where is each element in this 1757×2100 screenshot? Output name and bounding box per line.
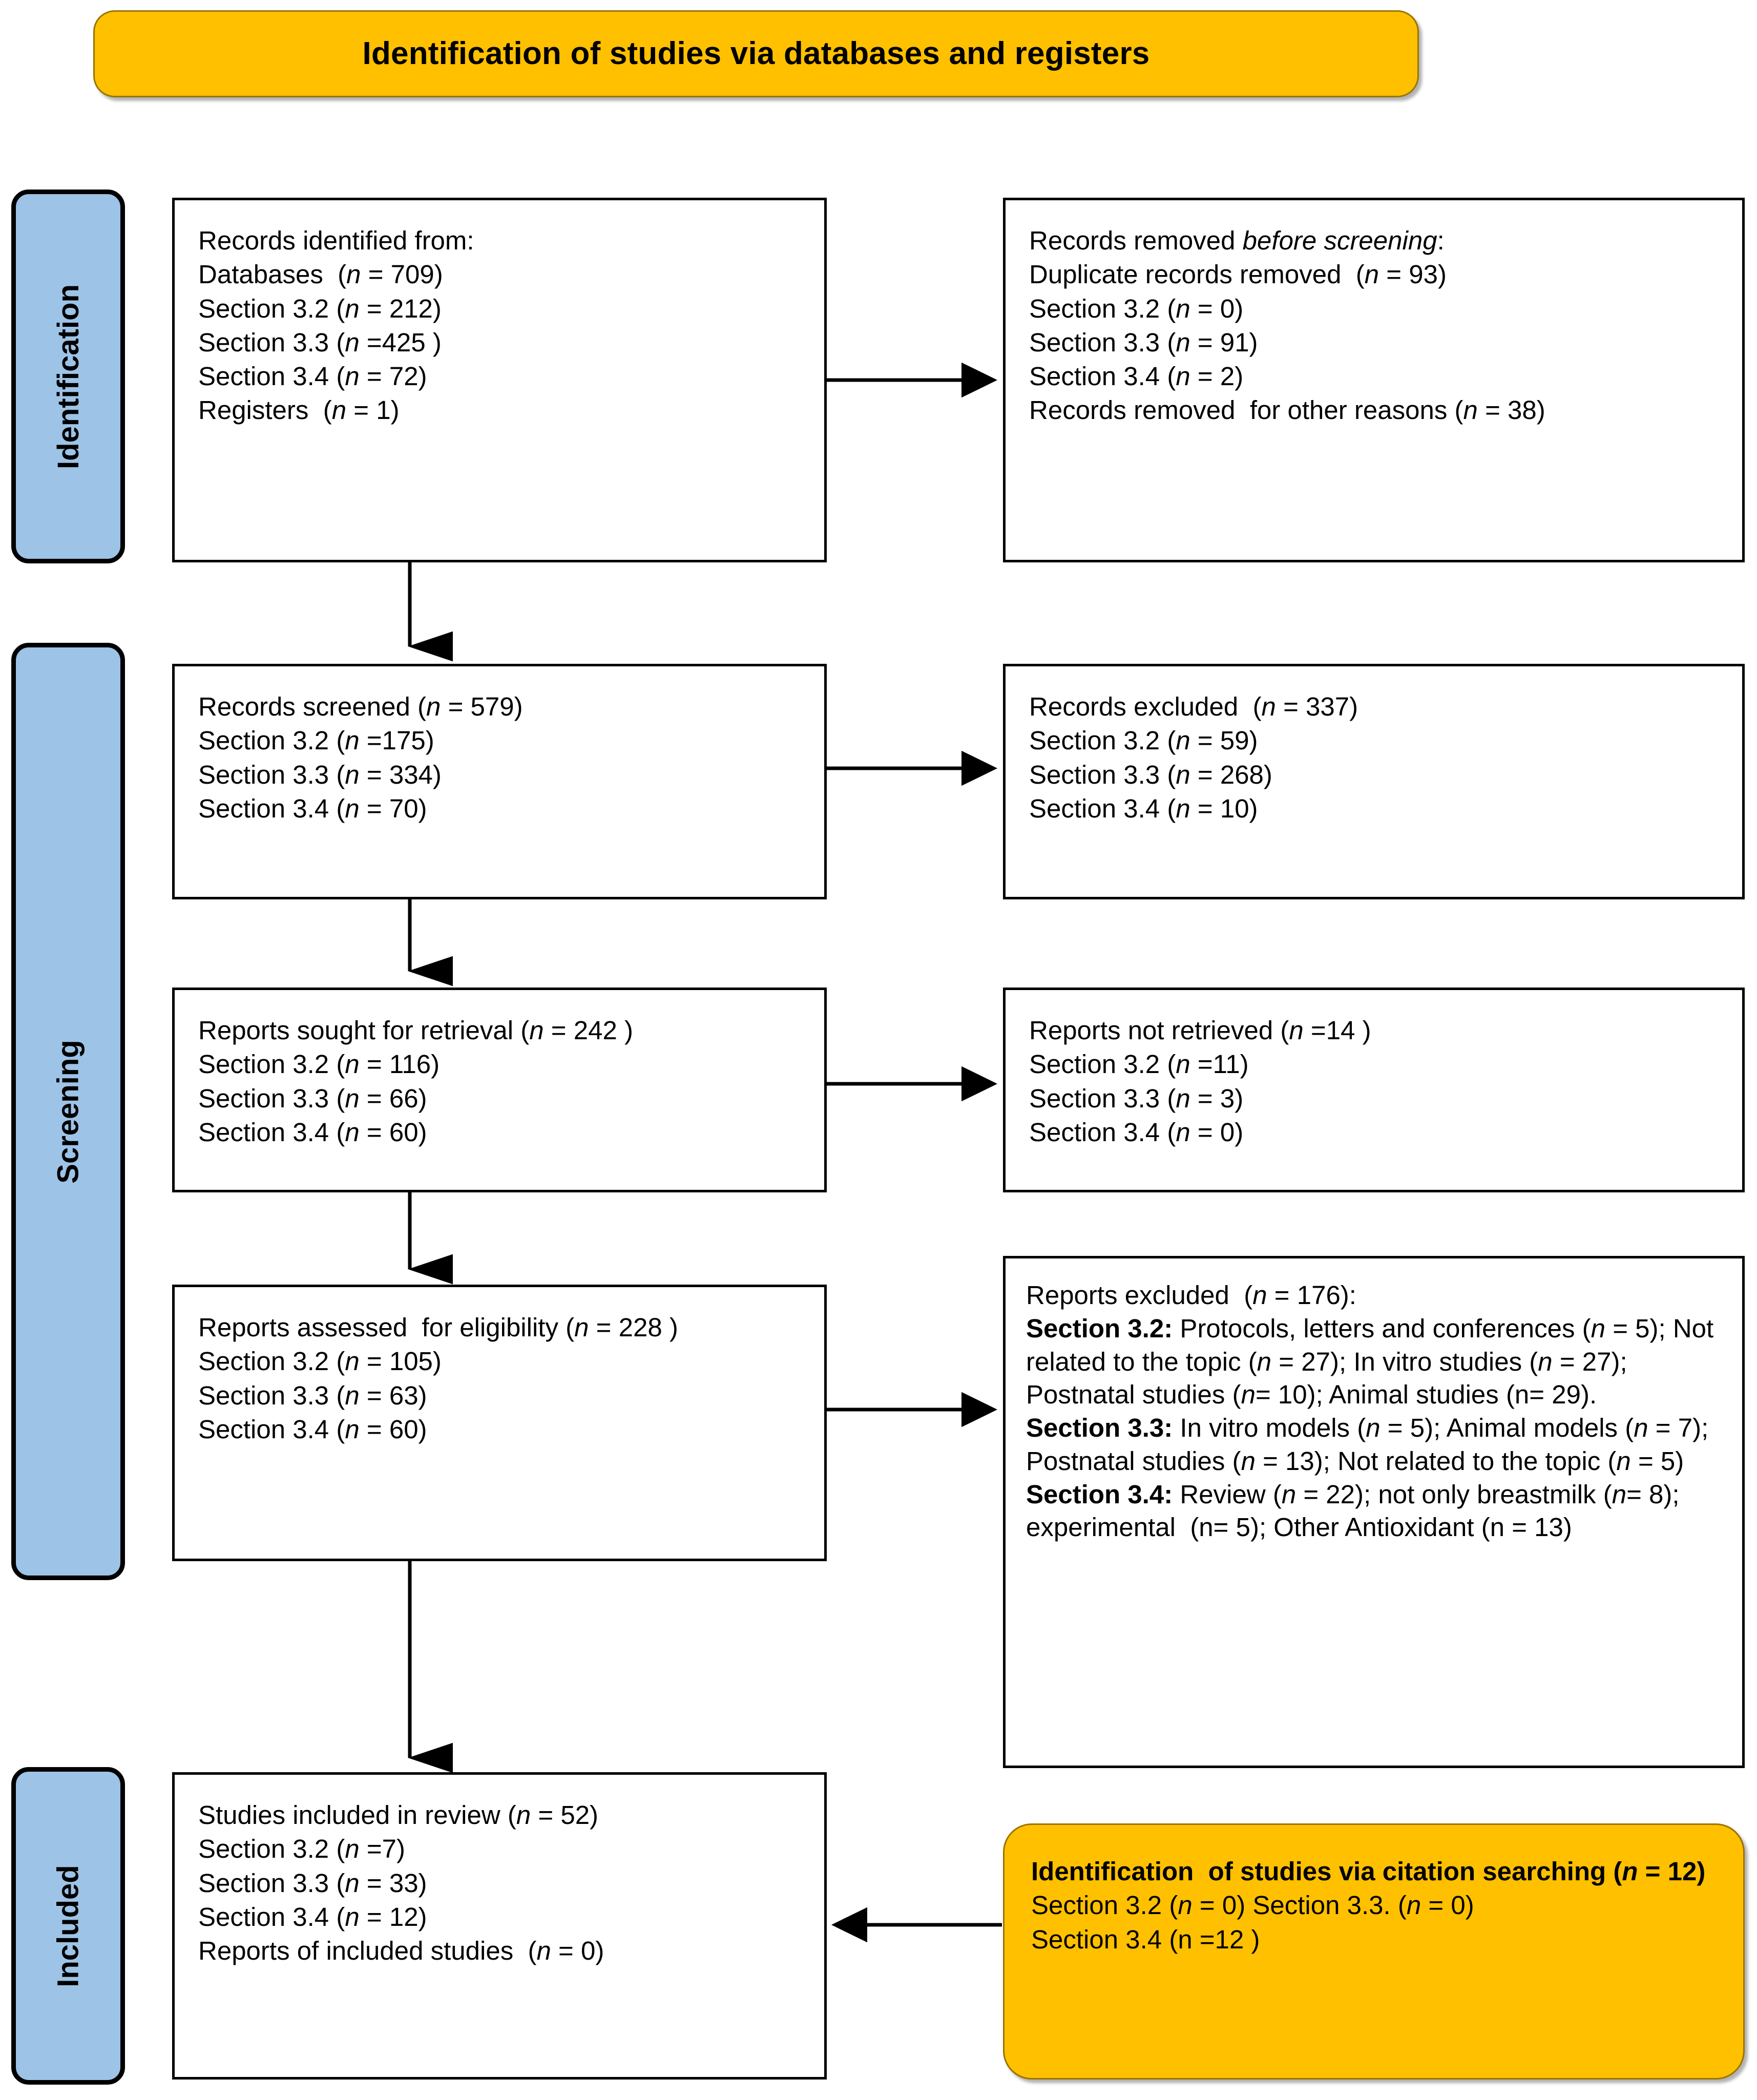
line-1: Section 3.2 (n = 116) [198,1049,440,1079]
line-0: Studies included in review (n = 52) [198,1800,599,1830]
line-3: Section 3.4 (n = 12) [198,1902,427,1931]
line-2: Section 3.2 (n = 212) [198,293,442,323]
line-0: Records screened (n = 579) [198,692,523,721]
stage-tab-identification: Identification [11,190,125,563]
node-reports-not-retrieved-text: Reports not retrieved (n =14 ) Section 3… [1029,1014,1722,1149]
line-5: Registers (n = 1) [198,395,400,425]
line-0: Records excluded (n = 337) [1029,692,1358,721]
line-1: Section 3.2 (n = 105) [198,1347,442,1376]
line-2: Section 3.3 (n = 33) [198,1868,427,1898]
node-records-identified: Records identified from: Databases (n = … [172,198,827,562]
line-0: Reports not retrieved (n =14 ) [1029,1016,1371,1045]
line-2: Section 3.3 (n = 66) [198,1083,427,1113]
line-3: Section 3.4 (n = 10) [1029,793,1258,823]
line-3: Section 3.4 (n = 60) [198,1414,427,1444]
line-2: Section 3.3 (n = 63) [198,1380,427,1410]
node-studies-included: Studies included in review (n = 52) Sect… [172,1772,827,2080]
node-reports-excluded-detail: Reports excluded (n = 176): Section 3.2:… [1003,1256,1745,1768]
line-2: Section 3.2 (n = 0) [1029,293,1244,323]
line-3: Section 3.4 (n = 60) [198,1117,427,1147]
stage-tab-included: Included [11,1767,125,2085]
node-reports-assessed-text: Reports assessed for eligibility (n = 22… [198,1311,804,1446]
line-0: Section 3.2 (n = 0) Section 3.3. (n = 0) [1031,1891,1474,1920]
line-4: Section 3.4 (n = 2) [1029,362,1244,391]
line-3: Section 3.4 (n = 0) [1029,1117,1244,1147]
stage-tab-included-label: Included [51,1864,85,1987]
line-3: Section 3.3 (n = 91) [1029,327,1258,357]
line-2: Section 3.3 (n = 268) [1029,760,1272,789]
page-title: Identification of studies via databases … [362,36,1150,72]
line-3: Section 3.4 (n = 70) [198,793,427,823]
node-reports-sought-text: Reports sought for retrieval (n = 242 ) … [198,1014,804,1149]
node-reports-sought: Reports sought for retrieval (n = 242 ) … [172,988,827,1192]
node-records-screened: Records screened (n = 579) Section 3.2 (… [172,664,827,899]
node-records-screened-text: Records screened (n = 579) Section 3.2 (… [198,690,804,826]
node-studies-included-text: Studies included in review (n = 52) Sect… [198,1798,804,1968]
node-records-removed-before-screening: Records removed before screening: Duplic… [1003,198,1745,562]
line-1: Section 3.2 (n =175) [198,726,434,755]
stage-tab-screening: Screening [11,643,125,1580]
line-header: Reports excluded (n = 176): [1026,1280,1356,1310]
line-4: Section 3.4 (n = 72) [198,362,427,391]
group-section-3-2: Section 3.2: Protocols, letters and conf… [1026,1313,1721,1410]
line-1: Section 3.2 (n = 59) [1029,726,1258,755]
node-records-excluded-text: Records excluded (n = 337) Section 3.2 (… [1029,690,1722,826]
node-citation-searching: Identification of studies via citation s… [1003,1823,1745,2080]
node-reports-excluded-detail-text: Reports excluded (n = 176): Section 3.2:… [1026,1279,1725,1544]
node-citation-searching-text: Identification of studies via citation s… [1031,1855,1719,1957]
stage-tab-identification-label: Identification [51,284,85,469]
node-records-removed-text: Records removed before screening: Duplic… [1029,224,1722,428]
line-4: Reports of included studies (n = 0) [198,1936,604,1966]
line-3: Section 3.3 (n =425 ) [198,327,442,357]
node-records-identified-text: Records identified from: Databases (n = … [198,224,804,428]
node-reports-assessed: Reports assessed for eligibility (n = 22… [172,1285,827,1561]
line-5: Records removed for other reasons (n = 3… [1029,395,1545,425]
citation-title: Identification of studies via citation s… [1031,1857,1706,1886]
line-0: Reports assessed for eligibility (n = 22… [198,1313,678,1342]
header-banner: Identification of studies via databases … [93,10,1419,97]
group-section-3-4: Section 3.4: Review (n = 22); not only b… [1026,1479,1687,1542]
line-0: Reports sought for retrieval (n = 242 ) [198,1016,634,1045]
line-1: Section 3.2 (n =7) [198,1834,406,1864]
line-0: Records identified from: [198,226,474,255]
group-section-3-3: Section 3.3: In vitro models (n = 5); An… [1026,1413,1716,1476]
line-0: Records removed before screening: [1029,226,1445,255]
line-2: Section 3.3 (n = 334) [198,760,442,789]
stage-tab-screening-label: Screening [51,1039,85,1184]
line-1: Databases (n = 709) [198,260,443,289]
node-reports-not-retrieved: Reports not retrieved (n =14 ) Section 3… [1003,988,1745,1192]
line-1: Section 3.2 (n =11) [1029,1049,1249,1079]
line-2: Section 3.3 (n = 3) [1029,1083,1244,1113]
line-1: Duplicate records removed (n = 93) [1029,260,1447,289]
node-records-excluded: Records excluded (n = 337) Section 3.2 (… [1003,664,1745,899]
line-1: Section 3.4 (n =12 ) [1031,1924,1260,1954]
